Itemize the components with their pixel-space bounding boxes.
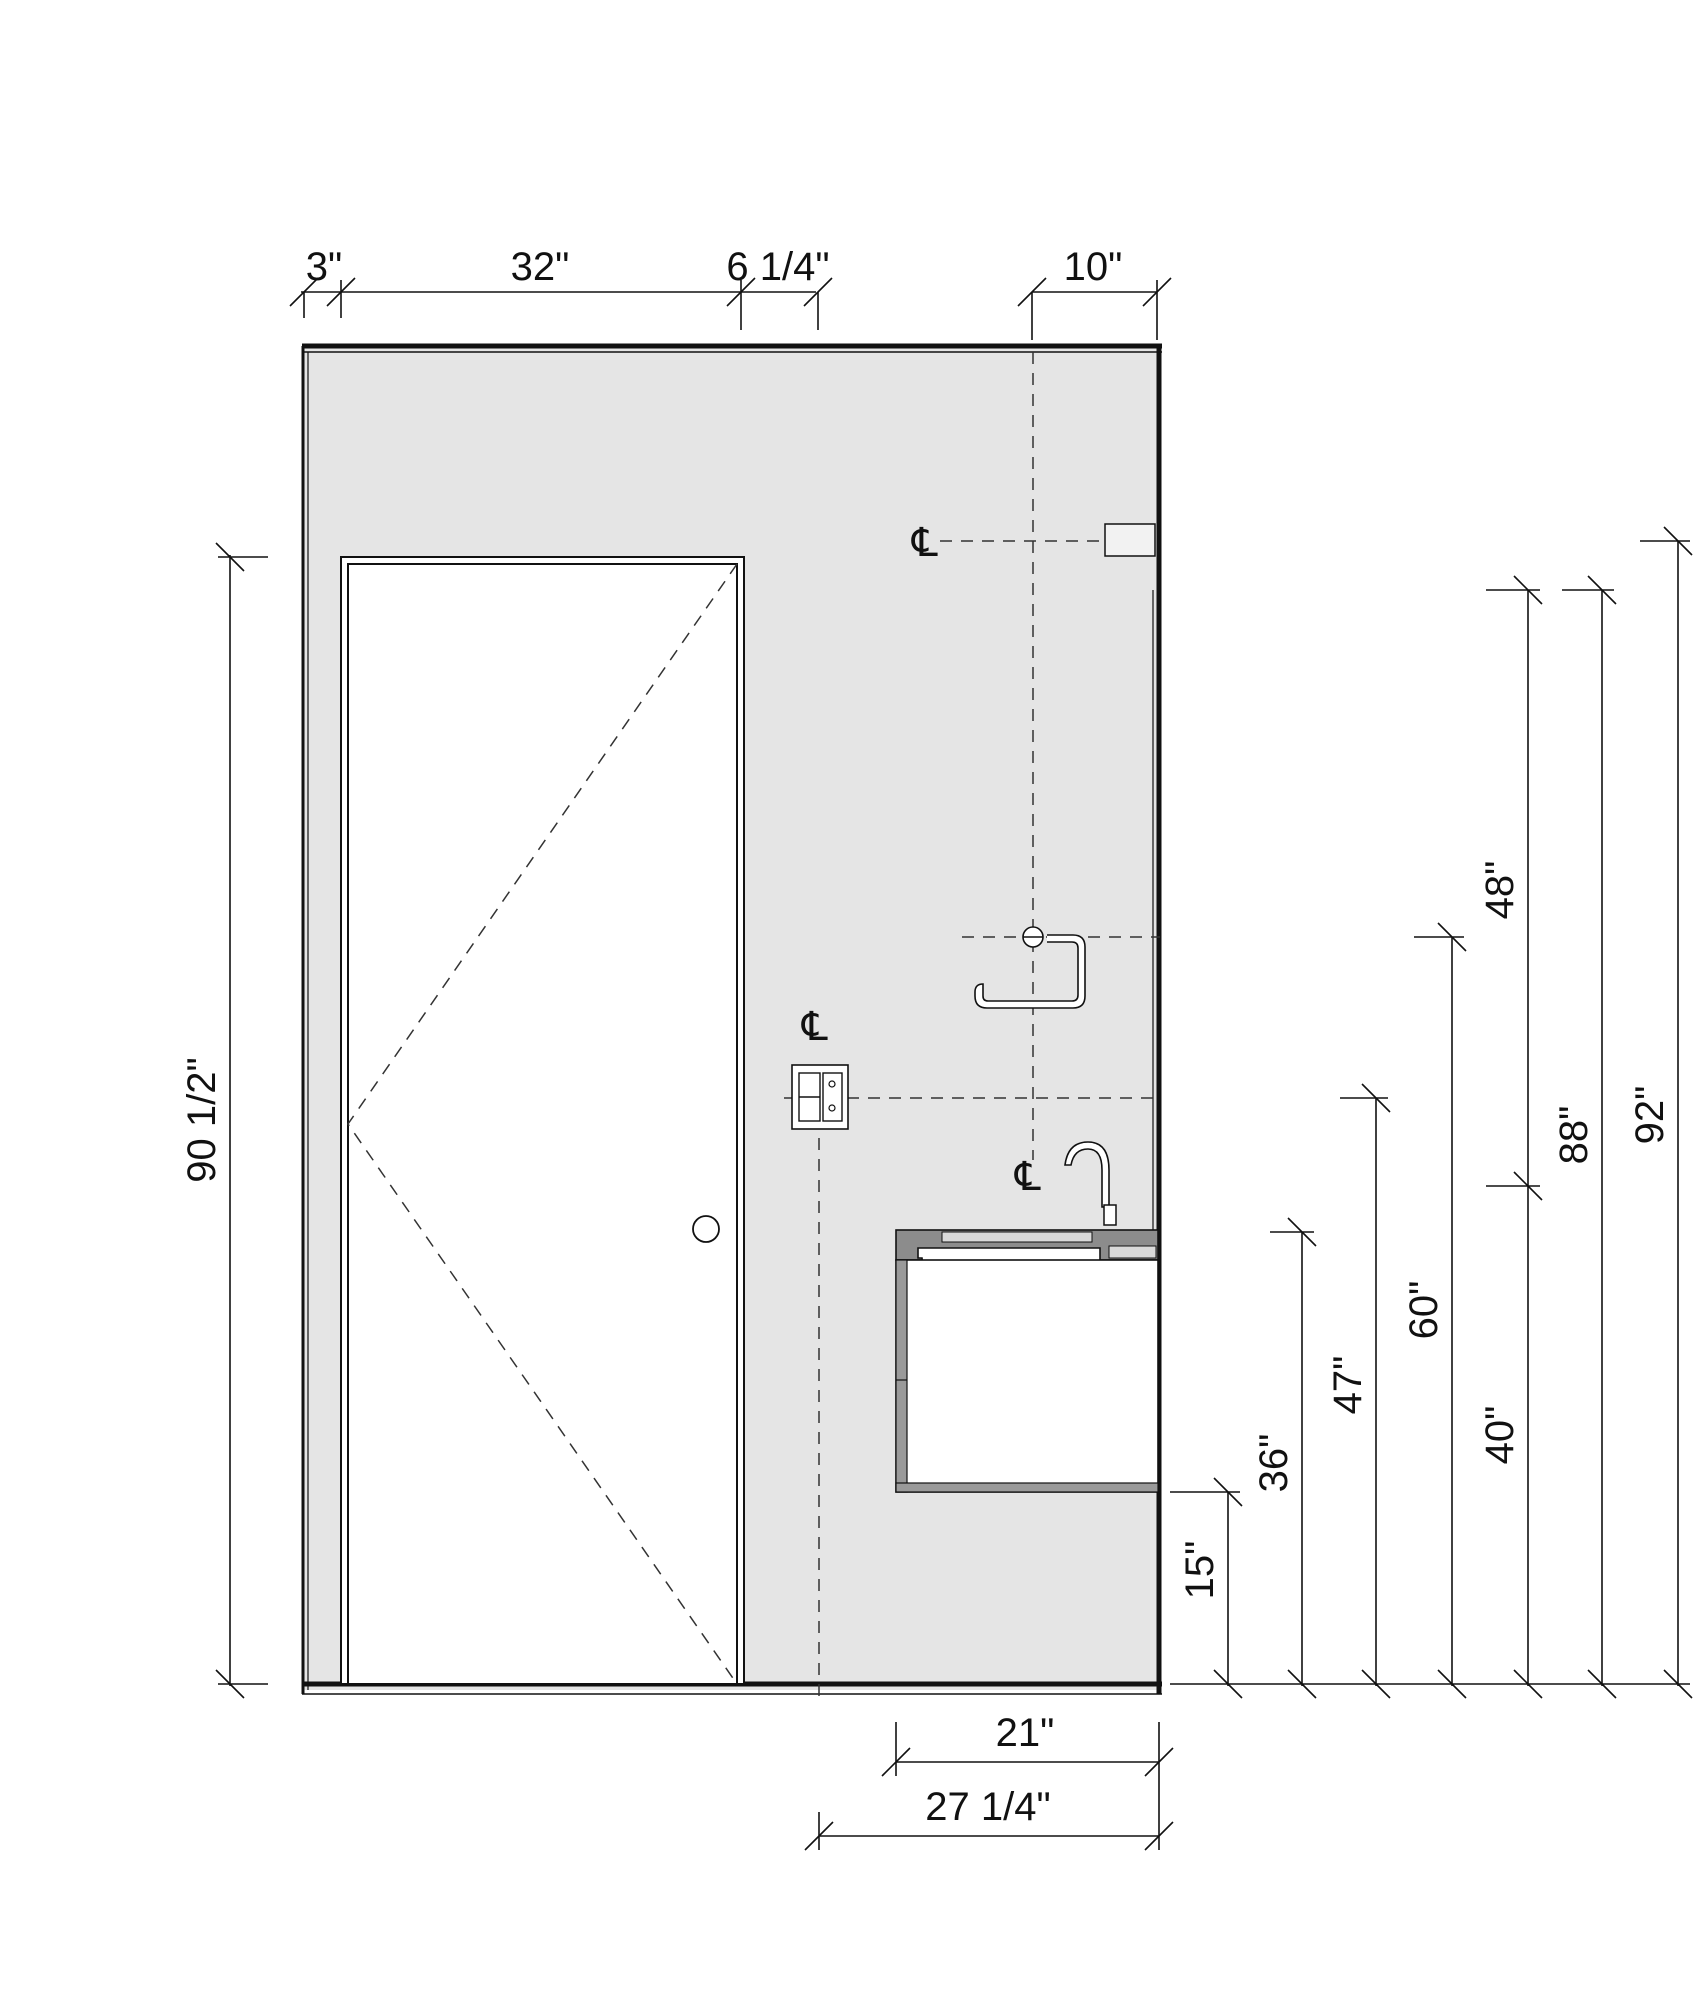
tick bbox=[1144, 1821, 1174, 1851]
faucet-base bbox=[1103, 1204, 1117, 1226]
tick bbox=[1587, 575, 1617, 605]
dim-label-door-height: 90 1/2" bbox=[180, 1057, 224, 1182]
faucet bbox=[1064, 1141, 1110, 1208]
tick bbox=[1663, 526, 1693, 556]
door-frame bbox=[340, 556, 745, 1685]
dim-label-door-width: 32" bbox=[511, 245, 570, 289]
dim-label-counter-height: 36" bbox=[1252, 1434, 1296, 1493]
door bbox=[340, 556, 745, 1685]
dim-label-door-to-outlet: 6 1/4" bbox=[726, 245, 829, 289]
cl-symbol-outlet: ℄ bbox=[801, 1004, 828, 1050]
dim-label-counter-depth: 21" bbox=[996, 1711, 1055, 1755]
vanity-cabinet bbox=[895, 1259, 1159, 1493]
cl-symbol-light: ℄ bbox=[911, 520, 938, 566]
counter-backsplash bbox=[941, 1231, 1093, 1243]
door-swing-line bbox=[347, 563, 738, 1685]
tick bbox=[1513, 575, 1543, 605]
centerline-symbols: ℄ ℄ ℄ bbox=[801, 520, 1041, 1200]
dim-label-light-height: 88" bbox=[1552, 1106, 1596, 1165]
tick bbox=[215, 542, 245, 572]
tick bbox=[1287, 1217, 1317, 1247]
dim-label-door-offset: 3" bbox=[306, 245, 342, 289]
wall-light bbox=[1104, 523, 1156, 557]
dim-label-total-height: 92" bbox=[1628, 1086, 1672, 1145]
dim-label-outlet-to-wall: 27 1/4" bbox=[925, 1785, 1050, 1829]
tick bbox=[1361, 1083, 1391, 1113]
dim-label-faucet-to-light: 48" bbox=[1478, 861, 1522, 920]
towel-ring bbox=[974, 926, 1086, 1009]
dim-label-vanity-bottom: 15" bbox=[1178, 1541, 1222, 1600]
wall-light-fixture bbox=[1104, 523, 1156, 557]
centerlines bbox=[784, 352, 1160, 1698]
dim-label-outlet-height: 47" bbox=[1326, 1356, 1370, 1415]
tick bbox=[1213, 1477, 1243, 1507]
dimensions: 3" 32" 6 1/4" 10" 21" 27 1/4" 90 1/2" 15… bbox=[180, 245, 1693, 1851]
vanity bbox=[895, 1141, 1159, 1493]
dim-label-towel-ring-height: 60" bbox=[1402, 1281, 1446, 1340]
cl-symbol-faucet: ℄ bbox=[1014, 1154, 1041, 1200]
tick bbox=[1513, 1171, 1543, 1201]
duplex-outlet bbox=[791, 1064, 849, 1130]
outlet-slot-top bbox=[828, 1080, 836, 1088]
outlet-slot-bottom bbox=[828, 1104, 836, 1112]
dim-label-wall-to-mirror-cl: 10" bbox=[1064, 245, 1123, 289]
tick bbox=[215, 1669, 245, 1699]
tick bbox=[1437, 922, 1467, 952]
door-knob bbox=[692, 1215, 720, 1243]
outlet-receptacle bbox=[822, 1072, 843, 1122]
vanity-side-panel bbox=[895, 1259, 908, 1493]
dim-label-faucet-height: 40" bbox=[1478, 1406, 1522, 1465]
vanity-bottom-rail bbox=[895, 1482, 1159, 1493]
counter-edge-detail bbox=[1108, 1245, 1157, 1259]
towel-ring-bar bbox=[974, 934, 1086, 1009]
